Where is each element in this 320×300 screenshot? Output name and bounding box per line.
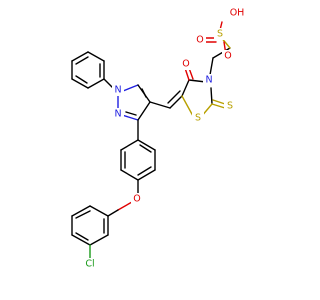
atom-n-pyrazole-1: N	[114, 85, 121, 96]
molecule-structure: OH S O O N O S S N N O Cl	[71, 7, 248, 270]
atom-o-sulfonyl-1: O	[196, 35, 203, 46]
atom-s-ring: S	[195, 113, 201, 124]
chlorophenyl-ring	[71, 205, 109, 246]
atom-s-sulfonyl: S	[217, 29, 223, 40]
atom-o-ether: O	[133, 194, 140, 205]
atom-o-sulfonyl-2: O	[224, 51, 231, 62]
atom-labels: OH S O O N O S S N N O Cl	[81, 7, 248, 270]
atom-n-thiazolidine: N	[205, 75, 212, 86]
atom-cl: Cl	[85, 259, 94, 270]
atom-oh: OH	[230, 8, 245, 19]
atom-s-thione: S	[227, 101, 233, 112]
phenyl-ring-middle	[120, 119, 156, 181]
atom-o-carbonyl: O	[182, 59, 189, 70]
phenyl-ring-top	[71, 51, 105, 89]
atom-n-pyrazole-2: N	[114, 109, 121, 120]
